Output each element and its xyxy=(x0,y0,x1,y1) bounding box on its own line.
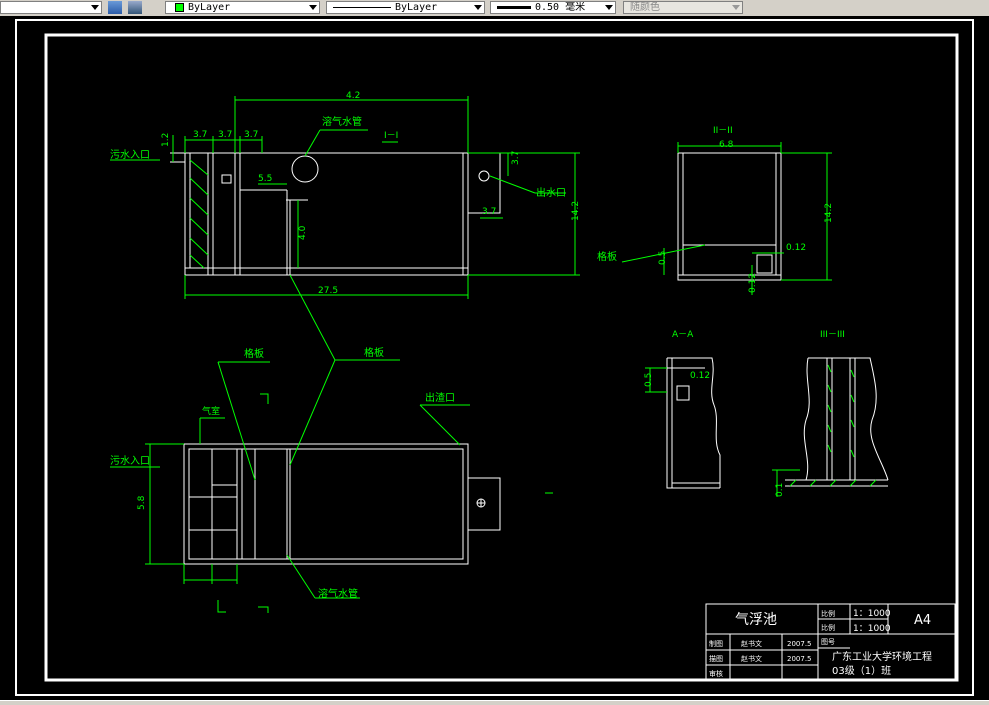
date-1: 2007.5 xyxy=(787,640,812,648)
color-dropdown[interactable]: ByLayer xyxy=(165,1,320,14)
dim-0-1: 0.1 xyxy=(775,483,785,497)
sheet-size: A4 xyxy=(914,613,931,628)
dim-3-7-bottom: 3.7 xyxy=(482,207,496,217)
ratio-label-1: 比例 xyxy=(821,609,835,618)
lineweight-value: 0.50 毫米 xyxy=(535,2,586,13)
properties-toolbar: ByLayer ByLayer 0.50 毫米 随颜色 xyxy=(0,0,989,17)
dim-14-2-b: 14.2 xyxy=(824,203,834,223)
section-aa-dimensions xyxy=(645,367,667,393)
school-name: 广东工业大学环境工程 xyxy=(832,650,932,663)
dim-0-12-c: 0.12 xyxy=(690,371,710,381)
section-3-hatching xyxy=(772,364,877,497)
dim-1-2: 1.2 xyxy=(161,133,171,147)
section-label-2: II－II xyxy=(713,126,733,136)
inlet-label-1: 污水入口 xyxy=(110,149,150,161)
dim-27-5: 27.5 xyxy=(318,286,338,296)
row-review-label: 审核 xyxy=(709,669,723,678)
class-name: 03级（1）班 xyxy=(832,665,891,677)
row-check-label: 描图 xyxy=(709,654,723,663)
layer-states-icon[interactable] xyxy=(108,1,122,14)
ratio-label-2: 比例 xyxy=(821,623,835,632)
section-label-3: III－III xyxy=(820,330,845,340)
water-outlet-label: 出水口 xyxy=(536,186,566,199)
dim-6-8: 6.8 xyxy=(719,140,734,150)
lineweight-preview-icon xyxy=(497,6,531,9)
section-2-labels: II－II 6.8 14.2 0.12 0.5 0.12 xyxy=(658,126,834,293)
section-2-view xyxy=(677,152,782,281)
grid-plate-label-2: 格板 xyxy=(364,346,384,359)
dim-3-7-a: 3.7 xyxy=(193,130,207,140)
dim-14-2: 14.2 xyxy=(571,201,581,221)
linetype-dropdown[interactable]: ByLayer xyxy=(326,1,485,14)
dim-top: 4.2 xyxy=(346,91,360,101)
title-block-text: 气浮池 比例 1：1000 比例 1：1000 A4 制图 描图 审核 赵书文 … xyxy=(709,609,932,678)
title-block xyxy=(705,603,956,681)
elevation-dimensions xyxy=(110,96,580,299)
inlet-label-2: 污水入口 xyxy=(110,455,150,467)
linetype-preview-icon xyxy=(333,7,391,8)
ratio-value-2: 1：1000 xyxy=(853,624,891,634)
dim-4-0: 4.0 xyxy=(298,225,308,240)
elevation-view xyxy=(170,152,501,276)
plotstyle-dropdown: 随颜色 xyxy=(623,1,743,14)
dim-0-12: 0.12 xyxy=(786,243,806,253)
sheet-border xyxy=(15,19,974,696)
color-swatch-icon xyxy=(175,3,184,12)
gas-room-label: 气室 xyxy=(202,405,220,417)
dim-3-7-b: 3.7 xyxy=(218,130,232,140)
designer-2: 赵书文 xyxy=(741,654,762,663)
designer-1: 赵书文 xyxy=(741,639,762,648)
plan-labels: 格板 格板 出渣口 气室 污水入口 5.8 溶气水管 xyxy=(110,346,455,600)
elevation-labels: 4.2 1.2 3.7 3.7 3.7 溶气水管 I－I 污水入口 出水口 5.… xyxy=(110,91,617,296)
grid-plate-label-right: 格板 xyxy=(597,250,617,263)
section-aa-labels: A－A 0.5 0.12 xyxy=(644,330,710,387)
dim-5-8: 5.8 xyxy=(137,495,147,510)
dim-0-12-b: 0.12 xyxy=(748,273,758,293)
section-2-dimensions xyxy=(621,142,832,295)
dim-3-7-right: 3.7 xyxy=(511,151,521,165)
dim-0-5-b: 0.5 xyxy=(644,373,654,387)
section-3-labels: III－III 0.1 xyxy=(775,330,845,497)
plan-dimensions xyxy=(110,274,553,613)
ratio-value-1: 1：1000 xyxy=(853,609,891,619)
dim-5-5: 5.5 xyxy=(258,174,272,184)
date-2: 2007.5 xyxy=(787,655,812,663)
status-bar xyxy=(0,700,989,705)
dissolved-air-pipe-label-2: 溶气水管 xyxy=(318,587,358,600)
section-label-aa: A－A xyxy=(672,330,694,340)
layer-dropdown[interactable] xyxy=(0,1,102,14)
dim-0-5: 0.5 xyxy=(658,251,668,265)
drawing-name: 气浮池 xyxy=(735,612,777,628)
dissolved-air-pipe-label-1: 溶气水管 xyxy=(322,115,362,128)
inlet-hatching xyxy=(189,152,209,269)
grid-plate-label-1: 格板 xyxy=(244,347,264,360)
sheet-number-label: 图号 xyxy=(821,638,835,646)
drawing-canvas[interactable]: 4.2 1.2 3.7 3.7 3.7 溶气水管 I－I 污水入口 出水口 5.… xyxy=(0,16,989,700)
section-aa-view xyxy=(666,357,721,489)
row-draw-label: 制图 xyxy=(709,639,723,648)
lineweight-dropdown[interactable]: 0.50 毫米 xyxy=(490,1,616,14)
section-label-1: I－I xyxy=(384,131,398,141)
plotstyle-value: 随颜色 xyxy=(630,2,660,13)
layer-previous-icon[interactable] xyxy=(128,1,142,14)
drawing-frame xyxy=(44,33,959,682)
plan-view xyxy=(183,443,501,565)
color-value: ByLayer xyxy=(188,2,231,13)
dim-3-7-c: 3.7 xyxy=(244,130,258,140)
slag-outlet-label: 出渣口 xyxy=(425,391,455,404)
linetype-value: ByLayer xyxy=(395,2,438,13)
section-3-view xyxy=(785,357,889,487)
